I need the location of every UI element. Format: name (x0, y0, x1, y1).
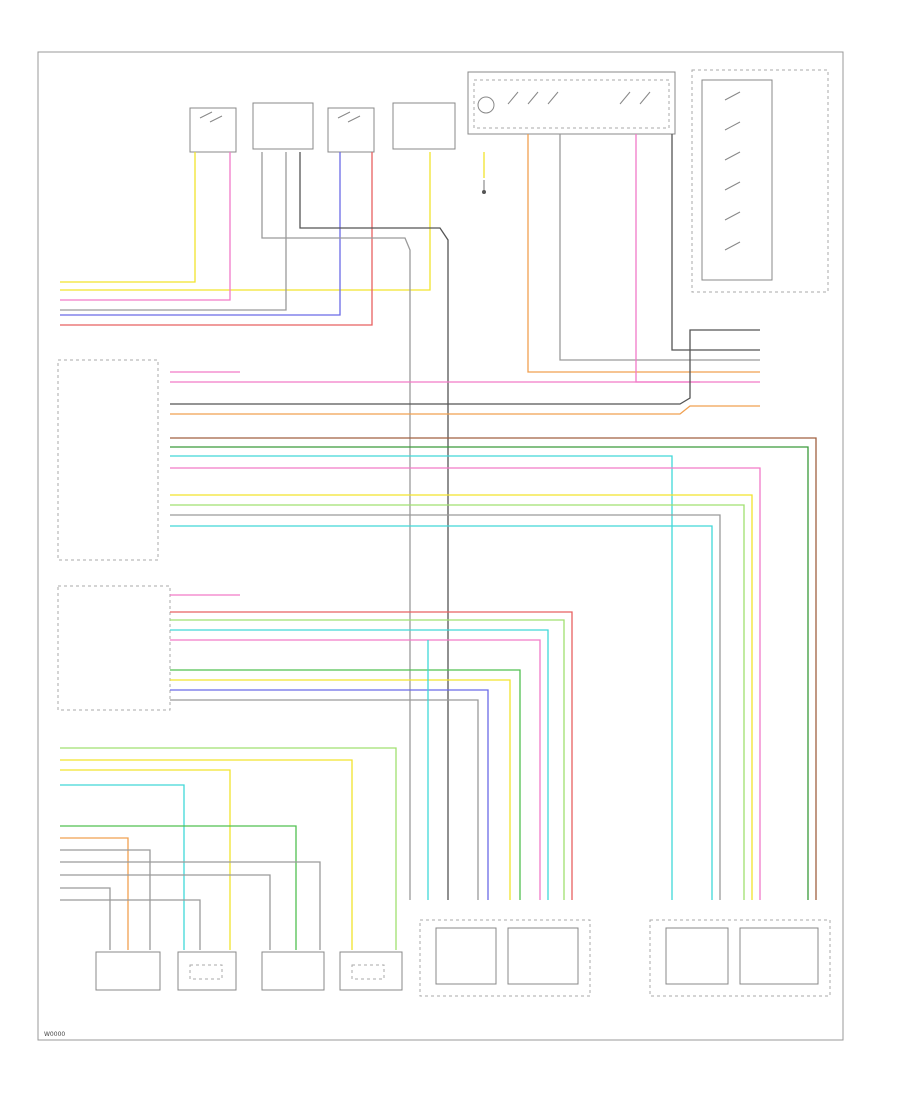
wire-lower-yellow-2 (60, 769, 231, 950)
diagram-code: W0000 (44, 1031, 65, 1038)
wire-lower-orange (60, 837, 129, 950)
wire-left-lumbar-yellow (60, 152, 196, 283)
wire-lower-gray-2 (60, 861, 321, 950)
wire-lower-gray-3 (60, 874, 271, 950)
wire-vertical-sensor-gray (60, 152, 287, 311)
wire-sensor-gray (261, 152, 411, 900)
wire-lower-lightgreen (60, 747, 397, 950)
passenger-door-module-connector (57, 585, 171, 711)
wire-pdm-cyan (170, 629, 549, 900)
wire-ddm-yellow (170, 494, 753, 900)
wire-ddm-pink-3 (170, 467, 761, 900)
wire-ddm-lightgreen (170, 504, 745, 900)
wire-ddm-cyan-2 (170, 525, 713, 900)
wire-pdm-pink-2 (170, 639, 541, 900)
wire-pdm-green (170, 669, 521, 900)
lumbar-horizontal-position-sensor (392, 102, 456, 150)
wire-ddm-orange (170, 405, 760, 415)
wire-right-lumbar-blue (60, 152, 341, 316)
rear-right-position-sensor (95, 951, 161, 991)
lumbar-vertical-position-sensor (252, 102, 314, 150)
front-right-position-sensor (261, 951, 325, 991)
wire-pdm-yellow (170, 679, 511, 900)
wire-memory-orange (527, 134, 760, 373)
left-front-switch (339, 951, 403, 991)
wire-memory-black (671, 134, 760, 351)
right-lumbar-switch (327, 107, 375, 153)
wire-memory-gray (559, 134, 760, 361)
wire-lumbar-horizontal-yellow (60, 152, 431, 291)
wire-lower-yellow (60, 759, 353, 950)
wire-pdm-lightgreen (170, 619, 565, 900)
wire-pdm-blue (170, 689, 489, 900)
wire-lower-gray (60, 849, 151, 950)
left-rear-switch (177, 951, 237, 991)
wire-lower-cyan (60, 784, 185, 950)
wire-lower-gray-5 (60, 899, 201, 950)
memory-seat-switch-panel (467, 71, 676, 135)
wire-ddm-brown (170, 437, 817, 900)
wire-right-lumbar-red (60, 152, 373, 326)
passenger-outside-mirror-motor (419, 919, 591, 997)
wire-lower-green (60, 825, 297, 950)
wire-pdm-gray (170, 699, 479, 900)
wire-ddm-gray (170, 514, 721, 900)
wire-lower-gray-4 (60, 887, 111, 950)
wire-ddm-cyan (170, 455, 673, 900)
wire-sensor-black (299, 152, 449, 900)
driver-door-module-connector (57, 359, 159, 561)
wire-left-lumbar-pink (60, 152, 231, 301)
diagram-frame (37, 51, 844, 1041)
mirror-switch-panel (691, 69, 829, 293)
wire-pdm-red (170, 611, 573, 900)
wire-memory-pink (635, 134, 760, 383)
wire-ddm-darkgreen (170, 446, 809, 900)
wire-harness (60, 134, 817, 950)
left-lumbar-switch (189, 107, 237, 153)
ground-symbol (482, 180, 486, 194)
driver-outside-mirror-motor (649, 919, 831, 997)
wire-ddm-black (170, 329, 760, 405)
